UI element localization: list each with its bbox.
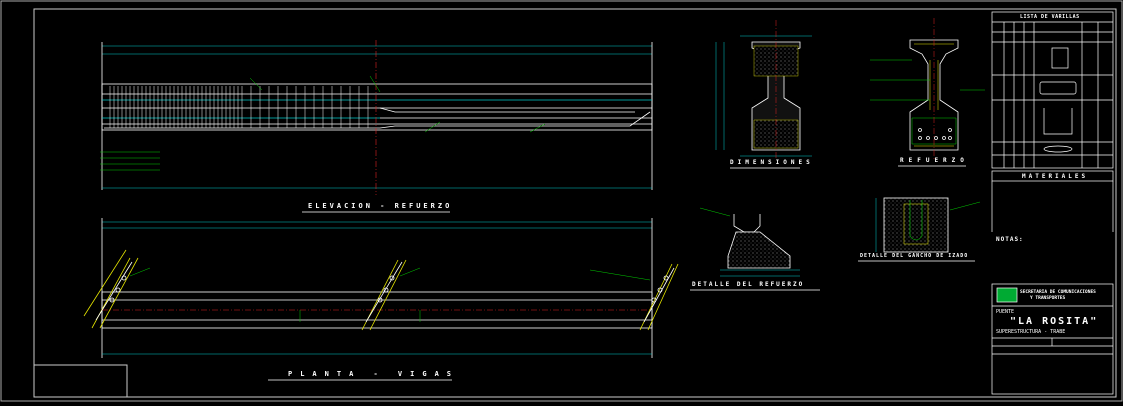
bar-schedule-title: LISTA DE VARILLAS [1020, 14, 1080, 20]
plan-title: PLANTA - VIGAS [288, 370, 460, 378]
dimensions-title: DIMENSIONES [730, 159, 814, 166]
materials-title: MATERIALES [1022, 173, 1089, 180]
dimensions-section [715, 20, 812, 160]
elevation-title: ELEVACION - REFUERZO [308, 202, 453, 210]
notes-title: NOTAS: [996, 236, 1024, 243]
sheet-border-inner [33, 8, 1117, 398]
support-detail-title: DETALLE DEL REFUERZO [692, 281, 805, 288]
title-block [991, 283, 1114, 395]
agency-line-1: SECRETARIA DE COMUNICACIONES [1020, 290, 1096, 295]
plan-view [83, 218, 679, 358]
support-detail [699, 207, 800, 277]
reinforcement-title: REFUERZO [900, 157, 969, 164]
lifting-hook-title: DETALLE DEL GANCHO DE IZADO [860, 253, 969, 259]
lifting-hook-detail [875, 197, 981, 253]
project-name: "LA ROSITA" [1010, 316, 1099, 327]
revision-box [33, 364, 128, 398]
bar-schedule-table [991, 11, 1114, 232]
project-label: PUENTE [996, 309, 1015, 315]
agency-line-2: Y TRANSPORTES [1030, 296, 1066, 301]
elevation-view [100, 40, 653, 195]
drawing-subtitle: SUPERESTRUCTURA - TRABE [996, 329, 1066, 335]
reinforcement-section [870, 18, 985, 160]
